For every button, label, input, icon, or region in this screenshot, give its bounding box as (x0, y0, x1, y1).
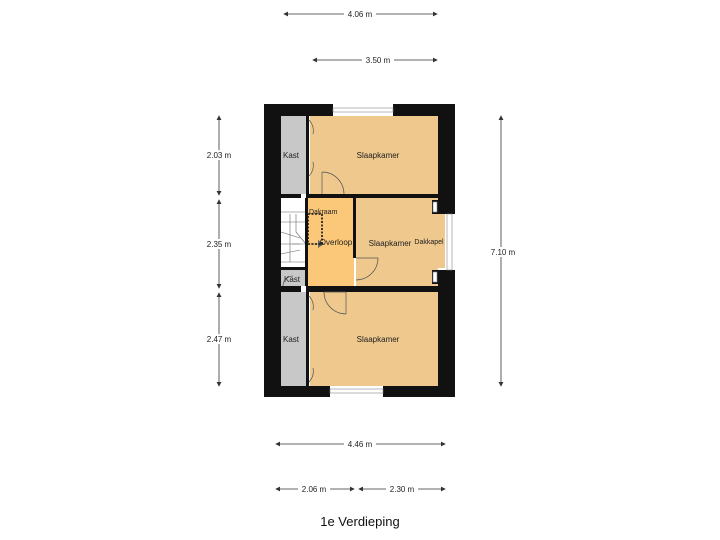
window-bottom (329, 388, 384, 394)
bedroom-bottom-fill (310, 292, 438, 386)
stair-area (281, 198, 306, 268)
dim-bottom-left: 2.06 m (302, 485, 327, 494)
label-closet-bottom: Kast (283, 335, 300, 344)
window-top (332, 107, 394, 113)
bedroom-middle-fill (356, 198, 438, 286)
floor-title: 1e Verdieping (320, 514, 400, 529)
windows (329, 107, 453, 394)
dim-top-inner: 3.50 m (366, 56, 391, 65)
dormer-fill (438, 214, 445, 268)
room-labels: Kast Slaapkamer Dakraam Overloop Slaapka… (283, 151, 444, 344)
label-bedroom-middle: Slaapkamer (369, 239, 412, 248)
staircase (280, 211, 318, 263)
label-landing: Overloop (320, 238, 353, 247)
room-fills (281, 116, 445, 386)
dormer-sash-bottom (432, 271, 438, 283)
doors (282, 119, 379, 383)
dim-bottom-right: 2.30 m (390, 485, 415, 494)
label-skylight: Dakraam (309, 209, 338, 216)
dim-left-middle: 2.35 m (207, 240, 232, 249)
dim-top-outer: 4.06 m (348, 10, 373, 19)
label-closet-small: Kast (284, 275, 301, 284)
landing-fill (308, 198, 354, 286)
walls (264, 104, 455, 397)
dim-left-top: 2.03 m (207, 151, 232, 160)
bedroom-top-fill (310, 116, 438, 194)
closet-small-fill (281, 270, 306, 286)
dim-right-total: 7.10 m (491, 248, 516, 257)
dim-bottom-total: 4.46 m (348, 440, 373, 449)
dimension-labels: 4.06 m 3.50 m 2.03 m 2.35 m 2.47 m 7.10 … (202, 9, 520, 494)
dormer-sash-top (432, 201, 438, 213)
stair-arrow-icon (318, 240, 324, 248)
label-bedroom-bottom: Slaapkamer (357, 335, 400, 344)
label-bedroom-top: Slaapkamer (357, 151, 400, 160)
closet-bottom-fill (281, 292, 308, 386)
label-closet-top: Kast (283, 151, 300, 160)
dim-left-bottom: 2.47 m (207, 335, 232, 344)
window-dormer (446, 213, 453, 271)
label-dormer: Dakkapel (414, 239, 444, 246)
skylight-frame (307, 213, 323, 245)
closet-top-fill (281, 116, 308, 194)
